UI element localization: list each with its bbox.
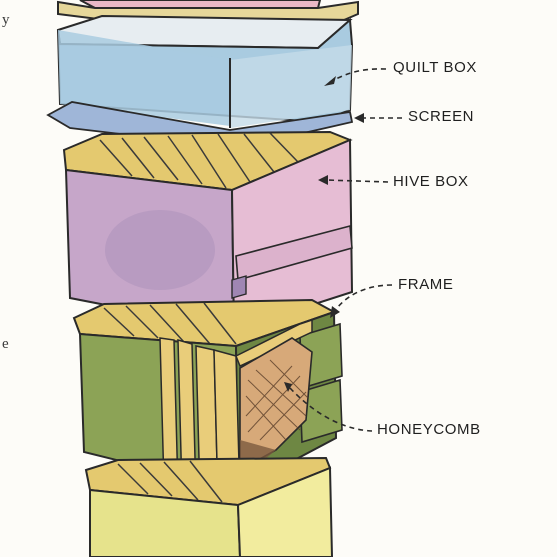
arrowheads xyxy=(284,76,364,392)
quilt-box xyxy=(56,14,354,128)
hive-box-slats xyxy=(99,132,299,189)
honeycomb-arrowhead xyxy=(284,382,292,392)
quilt-box-arrowhead xyxy=(324,76,336,86)
frame-leader xyxy=(333,284,393,313)
hive-box-arrowhead xyxy=(318,175,328,185)
edge-fragment-top: y xyxy=(2,12,10,28)
label-frame: FRAME xyxy=(398,276,454,293)
hive-box-leader xyxy=(325,179,389,183)
screen-arrowhead xyxy=(354,113,364,123)
hive-box xyxy=(62,130,354,332)
label-hive-box: HIVE BOX xyxy=(393,173,469,190)
green-box xyxy=(72,298,343,501)
label-quilt-box: QUILT BOX xyxy=(393,59,478,76)
honeycomb-leader xyxy=(289,387,373,432)
bottom-box xyxy=(84,456,334,557)
edge-fragment-bottom: e xyxy=(2,336,9,352)
frame-arrowhead xyxy=(330,306,340,318)
label-honeycomb: HONEYCOMB xyxy=(377,421,481,438)
label-screen: SCREEN xyxy=(408,108,475,125)
